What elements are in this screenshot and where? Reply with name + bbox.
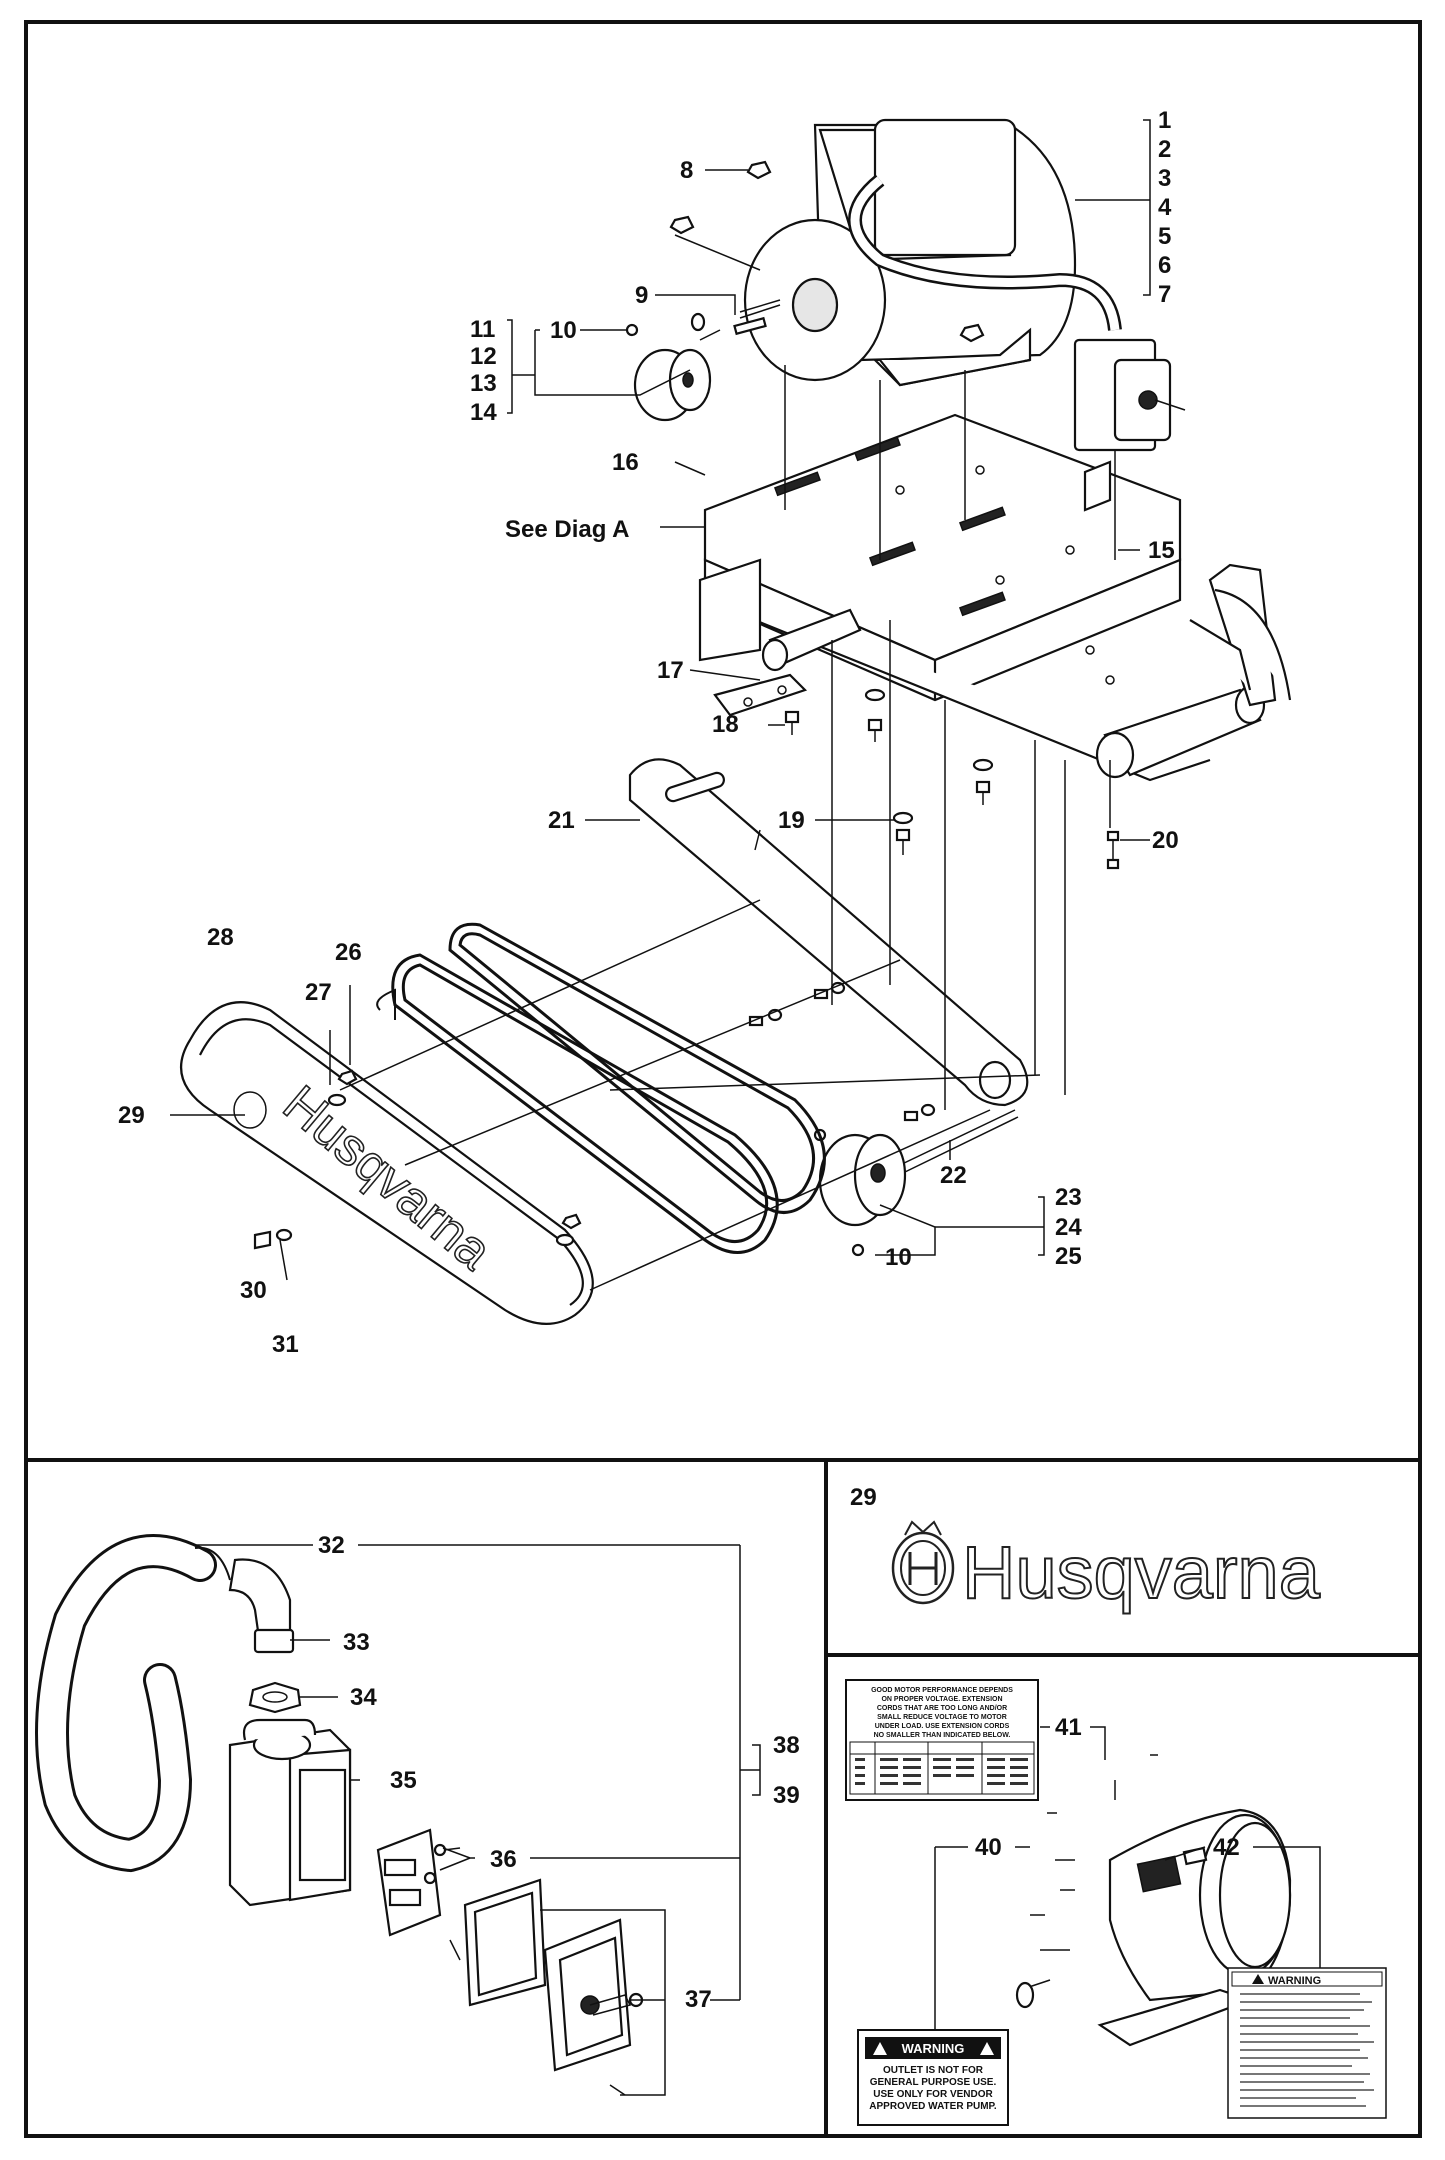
callout-15: 15 [1148, 537, 1175, 564]
motor-label-sketch [1015, 1754, 1292, 2047]
callout-9: 9 [635, 282, 648, 309]
motor-nuts [669, 160, 985, 343]
voltage-decal-41: GOOD MOTOR PERFORMANCE DEPENDS ON PROPER… [845, 1679, 1039, 1801]
callout-41: 41 [1055, 1714, 1082, 1741]
main-exploded-view: Husqvarna [118, 107, 1292, 1358]
voltage-table [849, 1741, 1035, 1795]
drive-pulley [813, 1109, 1019, 1257]
callout-35: 35 [390, 1767, 417, 1794]
callout-26: 26 [335, 939, 362, 966]
voltage-line-5: UNDER LOAD. USE EXTENSION CORDS [875, 1723, 1010, 1730]
decal-callout-29: 29 [850, 1484, 877, 1511]
callout-37: 37 [685, 1986, 712, 2013]
callout-8: 8 [680, 157, 693, 184]
motor-cord-and-switch [848, 174, 1186, 452]
callout-29: 29 [118, 1102, 145, 1129]
callout-25: 25 [1055, 1243, 1082, 1270]
callout-27: 27 [305, 979, 332, 1006]
tensioner-arm-21 [628, 758, 1029, 1107]
sheet-frame [24, 20, 1422, 2138]
callout-4: 4 [1158, 194, 1172, 221]
decal-logo: Husqvarna [962, 1531, 1321, 1614]
callout-36: 36 [490, 1846, 517, 1873]
callout-39: 39 [773, 1782, 800, 1809]
callout-14: 14 [470, 399, 497, 426]
callout-7: 7 [1158, 281, 1171, 308]
callout-19: 19 [778, 807, 805, 834]
see-diag-a: See Diag A [505, 516, 630, 543]
callout-31: 31 [272, 1331, 299, 1358]
guard-fasteners [253, 981, 936, 1250]
callout-38: 38 [773, 1732, 800, 1759]
callout-32: 32 [318, 1532, 345, 1559]
callout-22: 22 [940, 1162, 967, 1189]
pump-warning-line-3: USE ONLY FOR VENDOR [873, 2089, 993, 2100]
callout-16: 16 [612, 449, 639, 476]
electric-motor [739, 118, 1077, 387]
decal-29-panel: 29 Husqvarna [850, 1484, 1322, 1615]
callout-10b: 10 [885, 1244, 912, 1271]
callout-34: 34 [350, 1684, 377, 1711]
voltage-line-2: ON PROPER VOLTAGE. EXTENSION [881, 1696, 1002, 1703]
v-belts [376, 922, 826, 1254]
pump-warning-line-4: APPROVED WATER PUMP. [869, 2101, 997, 2112]
callout-40: 40 [975, 1834, 1002, 1861]
callout-leaders [170, 119, 1151, 1281]
motor-pulley [625, 312, 767, 422]
bracket-17 [713, 673, 808, 717]
switch-assembly-view: 32 33 34 35 36 37 38 39 [35, 1532, 800, 2096]
callout-30: 30 [240, 1277, 267, 1304]
voltage-line-4: SMALL REDUCE VOLTAGE TO MOTOR [877, 1714, 1007, 1721]
callout-3: 3 [1158, 165, 1171, 192]
callout-6: 6 [1158, 252, 1171, 279]
callout-21: 21 [548, 807, 575, 834]
callout-17: 17 [657, 657, 684, 684]
motor-warning-fine-print [1240, 1993, 1374, 2107]
husqvarna-crown-icon [891, 1520, 955, 1605]
callout-1: 1 [1158, 107, 1171, 134]
callout-18: 18 [712, 711, 739, 738]
callout-28: 28 [207, 924, 234, 951]
labels-panel: GOOD MOTOR PERFORMANCE DEPENDS ON PROPER… [845, 1679, 1387, 2126]
pump-warning-line-1: OUTLET IS NOT FOR [883, 2065, 984, 2076]
callout-42: 42 [1213, 1834, 1240, 1861]
main-callouts: 1 2 3 4 5 6 7 8 9 10 11 12 13 14 16 See … [118, 107, 1179, 1358]
voltage-line-1: GOOD MOTOR PERFORMANCE DEPENDS [871, 1687, 1013, 1694]
voltage-line-3: CORDS THAT ARE TOO LONG AND/OR [877, 1705, 1007, 1712]
motor-warning-decal-42: WARNING [1227, 1967, 1387, 2119]
belt-guard-28: Husqvarna [180, 1001, 594, 1325]
callout-33: 33 [343, 1629, 370, 1656]
voltage-line-6: NO SMALLER THAN INDICATED BELOW. [874, 1732, 1011, 1739]
callout-20: 20 [1152, 827, 1179, 854]
callout-23: 23 [1055, 1184, 1082, 1211]
callout-5: 5 [1158, 223, 1171, 250]
callout-12: 12 [470, 343, 497, 370]
callout-2: 2 [1158, 136, 1171, 163]
pump-warning-line-2: GENERAL PURPOSE USE. [870, 2077, 997, 2088]
motor-warning-title: WARNING [1268, 1975, 1321, 1987]
base-frame [698, 413, 1292, 782]
fasteners [784, 688, 1120, 870]
callout-11: 11 [470, 316, 495, 343]
pump-warning-decal-40: WARNING OUTLET IS NOT FOR GENERAL PURPOS… [857, 2029, 1009, 2126]
callout-10a: 10 [550, 317, 577, 344]
callout-24: 24 [1055, 1214, 1082, 1241]
callout-13: 13 [470, 370, 497, 397]
pump-warning-title: WARNING [902, 2041, 965, 2056]
explode-lines [339, 365, 1116, 1291]
